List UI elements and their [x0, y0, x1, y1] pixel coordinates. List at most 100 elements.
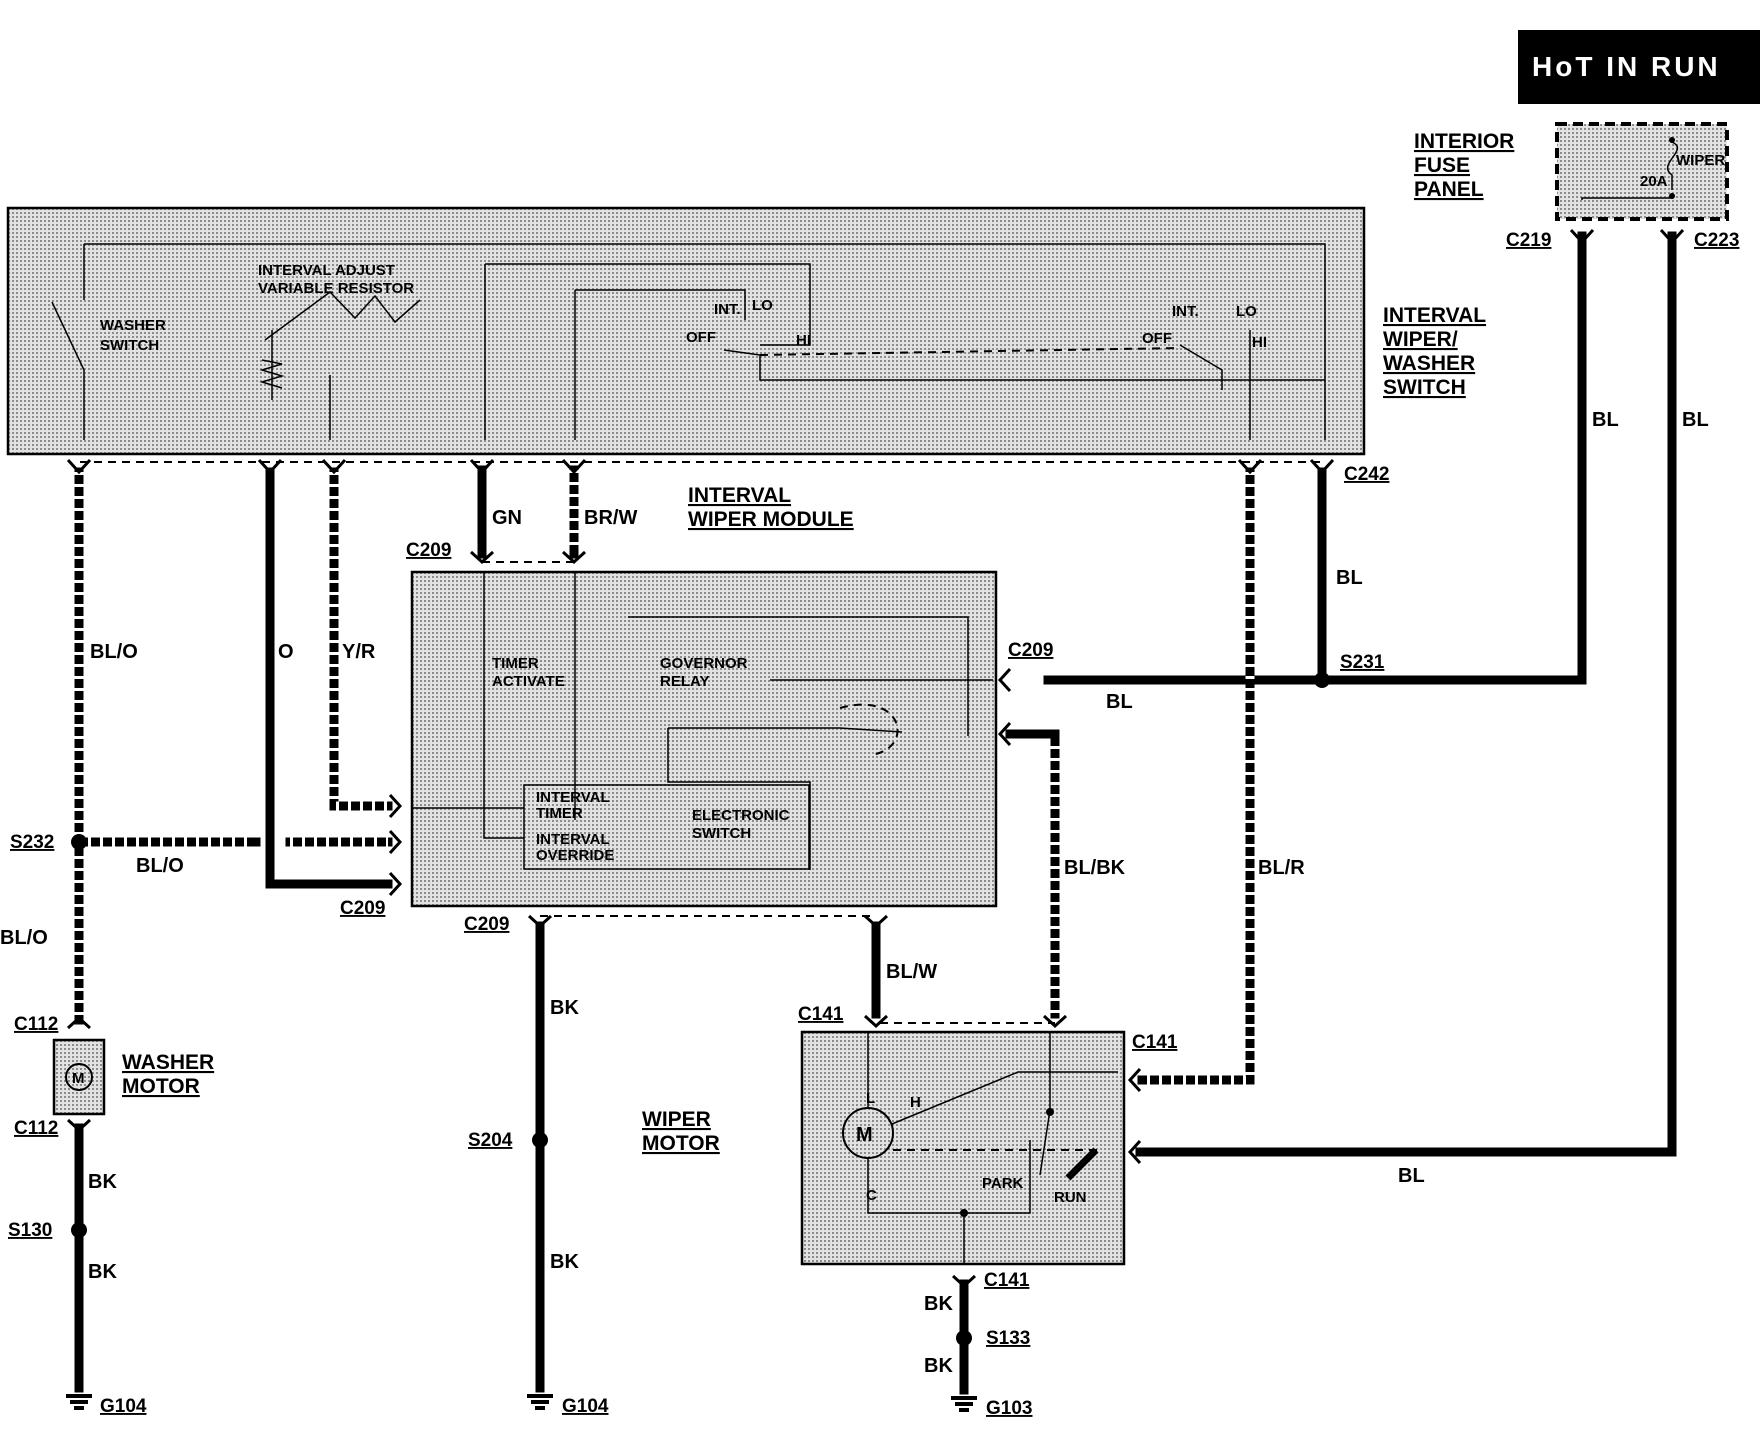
switch2-off: OFF: [1142, 330, 1172, 347]
label-c141-top: C141: [798, 1004, 844, 1025]
washer-switch-label-2: SWITCH: [100, 337, 159, 354]
splice-s232-dot: [71, 834, 87, 850]
label-c141-bottom: C141: [984, 1270, 1030, 1291]
washer-switch-label-1: WASHER: [100, 317, 166, 334]
interval-override-1: INTERVAL: [536, 831, 610, 848]
splice-s231-dot: [1314, 672, 1330, 688]
label-c209-left: C209: [340, 898, 385, 919]
wire-label-gn: GN: [492, 507, 522, 529]
wiper-motor: M L H C PARK RUN: [800, 1030, 1126, 1266]
wire-label-bl-r: BL/R: [1258, 857, 1305, 879]
connector-marks: [66, 228, 1685, 1289]
wire-label-bl-o-low: BL/O: [0, 927, 48, 949]
wiper-motor-title-2: MOTOR: [642, 1132, 720, 1155]
wire-o: [265, 467, 393, 889]
wiper-motor-title-1: WIPER: [642, 1108, 711, 1131]
module-title-2: WIPER MODULE: [688, 508, 854, 531]
label-g104-mid: G104: [562, 1396, 609, 1417]
fuse-panel-title-1: INTERIOR: [1414, 130, 1514, 153]
ground-icon: [951, 1396, 977, 1412]
switch-title: INTERVAL WIPER/ WASHER SWITCH: [1383, 304, 1486, 399]
wire-label-bk-right-2: BK: [924, 1355, 953, 1377]
label-g103: G103: [986, 1398, 1032, 1419]
washer-motor-title-2: MOTOR: [122, 1075, 200, 1098]
washer-motor: M: [52, 1038, 106, 1116]
interval-wiper-module: TIMER ACTIVATE GOVERNOR RELAY INTERVAL T…: [410, 570, 998, 908]
splice-s133-dot: [956, 1330, 972, 1346]
timer-activate-2: ACTIVATE: [492, 673, 565, 690]
wire-label-bk-mid-2: BK: [550, 1251, 579, 1273]
wire-label-bk-left-1: BK: [88, 1171, 117, 1193]
switch-title-3: WASHER: [1383, 352, 1475, 375]
switch2-hi: HI: [1252, 334, 1267, 351]
label-c242: C242: [1344, 464, 1389, 485]
interval-timer-2: TIMER: [536, 805, 583, 822]
wire-label-br-w: BR/W: [584, 507, 637, 529]
interior-fuse-panel: WIPER 20A: [1555, 122, 1729, 221]
fuse-panel-title-2: FUSE: [1414, 154, 1470, 177]
wire-label-bk-mid-1: BK: [550, 997, 579, 1019]
splice-s130-dot: [71, 1222, 87, 1238]
switch2-int: INT.: [1172, 303, 1199, 320]
wire-label-s231-c209: BL: [1106, 691, 1133, 713]
electronic-switch-2: SWITCH: [692, 825, 751, 842]
splice-labels: S231 S232 S204 S130 S133: [8, 652, 1385, 1349]
interval-adjust-label-2: VARIABLE RESISTOR: [258, 280, 414, 297]
splice-s204-dot: [532, 1132, 548, 1148]
wiper-motor-symbol: M: [856, 1124, 873, 1146]
label-c209-bottom: C209: [464, 914, 509, 935]
wire-label-o: O: [278, 641, 294, 663]
washer-motor-symbol: M: [72, 1070, 85, 1087]
interval-wiper-washer-switch: WASHER SWITCH INTERVAL ADJUST VARIABLE R…: [6, 206, 1366, 456]
terminal-park: PARK: [982, 1175, 1024, 1192]
interval-override-2: OVERRIDE: [536, 847, 614, 864]
connector-labels: C219 C223 C242 C209 C209 C209 C209 C141 …: [14, 230, 1739, 1291]
switch-title-2: WIPER/: [1383, 328, 1458, 351]
module-title: INTERVAL WIPER MODULE: [688, 484, 854, 531]
timer-activate-1: TIMER: [492, 655, 539, 672]
switch2-lo: LO: [1236, 303, 1257, 320]
ground-labels: G104 G104 G103: [100, 1396, 1032, 1419]
governor-relay-1: GOVERNOR: [660, 655, 748, 672]
label-s232: S232: [10, 832, 54, 853]
label-s130: S130: [8, 1220, 52, 1241]
wire-label-bl-o-mid: BL/O: [136, 855, 184, 877]
label-c209-top: C209: [406, 540, 451, 561]
ground-icon: [66, 1394, 92, 1410]
fuse-panel-title-3: PANEL: [1414, 178, 1484, 201]
switch1-hi: HI: [796, 332, 811, 349]
wire-label-bk-right-1: BK: [924, 1293, 953, 1315]
splices: [71, 672, 1330, 1346]
wire-c219: [1263, 231, 1587, 685]
label-c112-bottom: C112: [14, 1118, 58, 1139]
wire-label-fuse-c223: BL: [1682, 409, 1709, 431]
terminal-c: C: [866, 1187, 877, 1204]
fuse-panel-title: INTERIOR FUSE PANEL: [1414, 130, 1514, 201]
hot-in-run-badge: HoT IN RUN: [1518, 30, 1760, 104]
label-c112-top: C112: [14, 1014, 58, 1035]
module-title-1: INTERVAL: [688, 484, 791, 507]
label-c141-right: C141: [1132, 1032, 1178, 1053]
wire-label-bl-bk: BL/BK: [1064, 857, 1126, 879]
switch1-int: INT.: [714, 301, 741, 318]
wire-c223: [1135, 231, 1677, 1157]
switch1-off: OFF: [686, 329, 716, 346]
wire-labels: BL BL BL BL GN BR/W BL/O O Y/R BL/O BL/O…: [0, 409, 1709, 1377]
label-c219: C219: [1506, 230, 1551, 251]
fuse-label: WIPER: [1676, 152, 1725, 169]
interval-adjust-label-1: INTERVAL ADJUST: [258, 262, 395, 279]
ground-icon: [527, 1394, 553, 1410]
label-g104-left: G104: [100, 1396, 147, 1417]
wire-label-c242: BL: [1336, 567, 1363, 589]
wire-label-bl-w: BL/W: [886, 961, 937, 983]
interval-timer-1: INTERVAL: [536, 789, 610, 806]
wire-label-bl-o-top: BL/O: [90, 641, 138, 663]
switch1-lo: LO: [752, 297, 773, 314]
switch-title-4: SWITCH: [1383, 376, 1466, 399]
switch-title-1: INTERVAL: [1383, 304, 1486, 327]
label-c209-right: C209: [1008, 640, 1053, 661]
wiper-motor-title: WIPER MOTOR: [642, 1108, 720, 1155]
wire-label-motor-bl: BL: [1398, 1165, 1425, 1187]
electronic-switch-1: ELECTRONIC: [692, 807, 790, 824]
